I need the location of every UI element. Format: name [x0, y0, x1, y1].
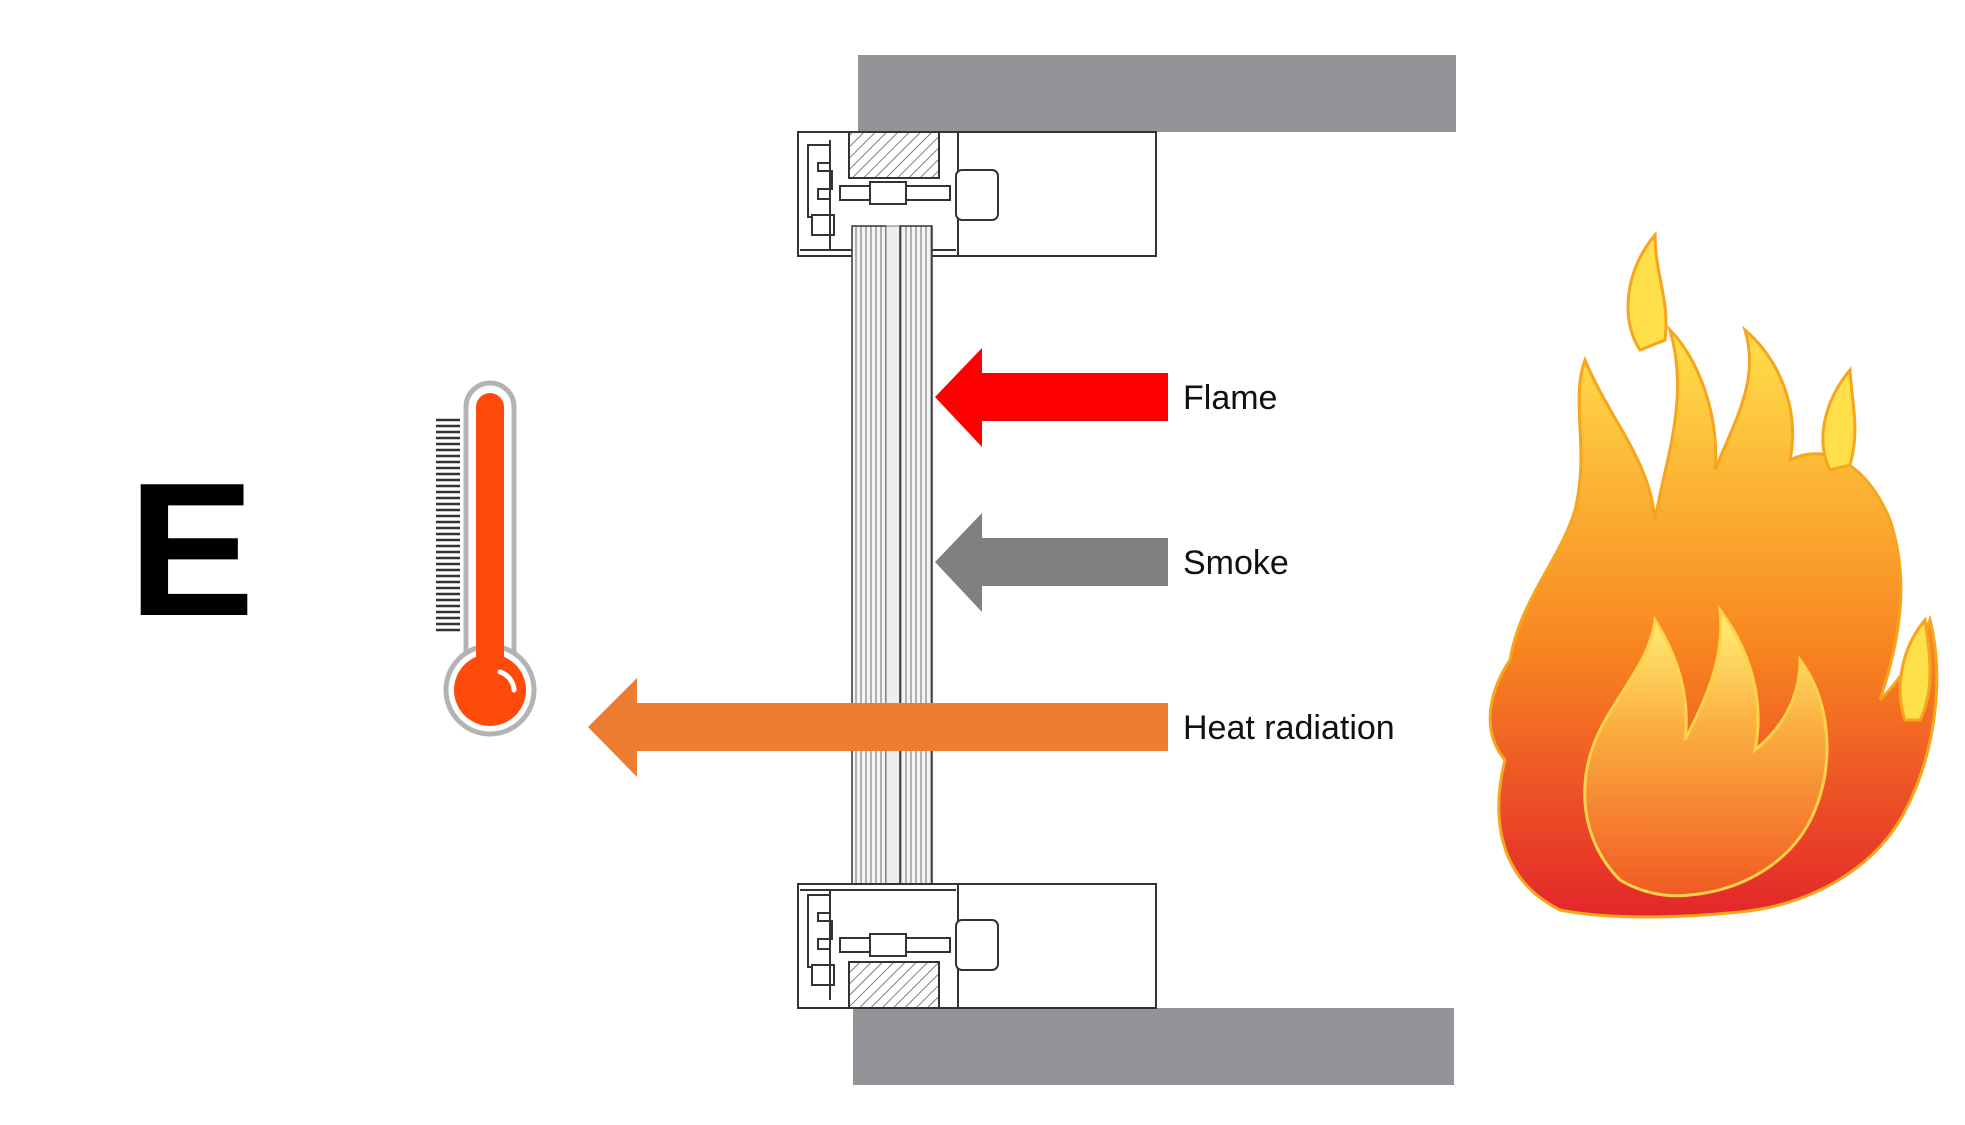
- smoke-label: Smoke: [1183, 544, 1289, 582]
- heat-radiation-arrow: [588, 678, 1168, 777]
- heat-radiation-label: Heat radiation: [1183, 709, 1395, 747]
- smoke-arrow: [935, 513, 1168, 612]
- top-frame-profile: [797, 131, 1157, 257]
- fire-icon: [1488, 230, 1939, 919]
- classification-letter: E: [128, 444, 255, 656]
- glass-pane: [851, 225, 933, 891]
- top-wall: [858, 55, 1456, 132]
- bottom-frame-profile: [797, 883, 1157, 1009]
- flame-label: Flame: [1183, 379, 1278, 417]
- bottom-wall: [853, 1008, 1454, 1085]
- thermometer-icon: [436, 380, 537, 737]
- flame-arrow: [935, 348, 1168, 447]
